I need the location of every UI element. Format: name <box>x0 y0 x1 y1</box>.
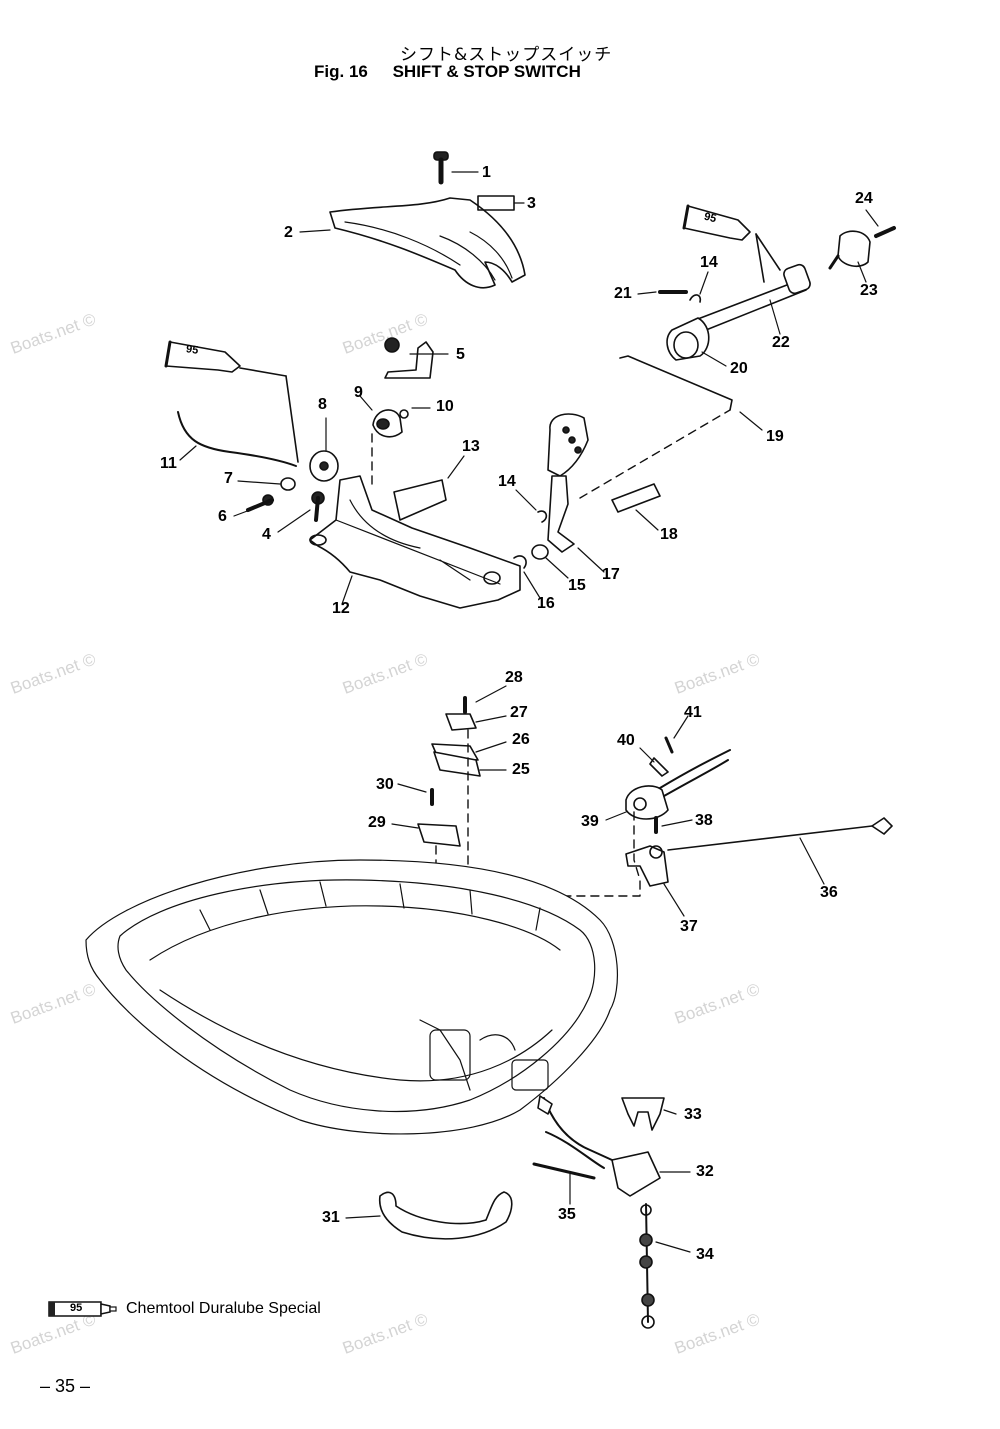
grease-tube-icon-svg <box>48 1301 117 1317</box>
callout-34: 34 <box>696 1246 714 1263</box>
callout-4: 4 <box>262 526 271 543</box>
figure-title: SHIFT & STOP SWITCH <box>392 62 581 81</box>
part-9-rubber-boot <box>372 409 403 438</box>
part-23-neutral-switch <box>828 230 871 270</box>
part-14-clip-lower <box>537 510 548 523</box>
part-41-screw <box>664 736 674 754</box>
part-39-stop-switch <box>625 749 731 820</box>
callout-18: 18 <box>660 526 678 543</box>
callout-23: 23 <box>860 282 878 299</box>
callout-32: 32 <box>696 1163 714 1180</box>
part-10-ring <box>399 409 409 419</box>
callout-14-lower: 14 <box>498 473 516 490</box>
figure-number: Fig. 16 <box>314 62 368 81</box>
part-3-label-plate <box>477 195 515 211</box>
part-33-clip <box>621 1097 665 1131</box>
part-25-plate <box>433 751 481 777</box>
callout-41: 41 <box>684 704 702 721</box>
callout-2: 2 <box>284 224 293 241</box>
bottom-cowling <box>85 859 618 1135</box>
part-8-collar <box>309 450 339 482</box>
callout-38: 38 <box>695 812 713 829</box>
callout-15: 15 <box>568 577 586 594</box>
part-12-lower-housing <box>309 475 521 609</box>
callout-1: 1 <box>482 164 491 181</box>
part-27-plate <box>445 713 477 731</box>
part-20-shift-lever <box>666 317 710 361</box>
callout-28: 28 <box>505 669 523 686</box>
title-japanese: シフト&ストップスイッチ <box>400 45 613 65</box>
part-4-bolt <box>311 491 325 522</box>
callout-10: 10 <box>436 398 454 415</box>
part-14-clip-upper <box>689 294 702 303</box>
callout-17: 17 <box>602 566 620 583</box>
part-1-bolt <box>433 151 449 185</box>
callout-30: 30 <box>376 776 394 793</box>
part-32-emergency-switch <box>537 1095 661 1197</box>
part-15-washer <box>531 544 549 560</box>
callout-40: 40 <box>617 732 635 749</box>
callout-12: 12 <box>332 600 350 617</box>
callout-29: 29 <box>368 814 386 831</box>
part-24-screw <box>874 226 896 238</box>
part-35-tie <box>532 1162 596 1180</box>
callout-39: 39 <box>581 813 599 830</box>
callout-20: 20 <box>730 360 748 377</box>
callout-11: 11 <box>160 455 177 472</box>
part-17-shift-handle <box>547 413 589 553</box>
legend: 95 Chemtool Duralube Special <box>48 1298 321 1320</box>
callout-5: 5 <box>456 346 465 363</box>
page-number: – 35 – <box>40 1376 91 1396</box>
callout-14-upper: 14 <box>700 254 718 271</box>
callout-31: 31 <box>322 1209 340 1226</box>
title-english: Fig. 16 SHIFT & STOP SWITCH <box>314 62 581 82</box>
grease-tube-icon: 95 <box>48 1298 118 1320</box>
part-5-bracket <box>384 337 434 379</box>
callout-8: 8 <box>318 396 327 413</box>
part-11-cable <box>177 411 297 467</box>
callout-26: 26 <box>512 731 530 748</box>
callout-22: 22 <box>772 334 790 351</box>
callout-37: 37 <box>680 918 698 935</box>
callout-35: 35 <box>558 1206 576 1223</box>
callout-6: 6 <box>218 508 227 525</box>
part-13-guide-plate <box>393 479 447 521</box>
callout-36: 36 <box>820 884 838 901</box>
part-31-handle-guard <box>378 1191 513 1240</box>
part-16-clip <box>513 555 527 569</box>
callout-24: 24 <box>855 190 873 207</box>
part-34-lanyard <box>639 1203 655 1329</box>
part-22-shift-shaft <box>689 263 811 335</box>
callout-27: 27 <box>510 704 528 721</box>
callout-7: 7 <box>224 470 233 487</box>
grease-tube-left <box>164 340 299 463</box>
part-18-pin <box>611 483 661 513</box>
part-37-bracket <box>625 845 669 887</box>
part-36-stop-cable <box>667 817 893 851</box>
callout-21: 21 <box>614 285 632 302</box>
part-40-clip <box>649 757 669 777</box>
callout-13: 13 <box>462 438 480 455</box>
callout-33: 33 <box>684 1106 702 1123</box>
callout-19: 19 <box>766 428 784 445</box>
legend-badge: 95 <box>70 1302 83 1314</box>
part-29-plate <box>417 823 461 847</box>
callout-25: 25 <box>512 761 530 778</box>
legend-text: Chemtool Duralube Special <box>126 1300 321 1317</box>
callout-9: 9 <box>354 384 363 401</box>
part-7-washer <box>280 477 296 491</box>
tube-label-left: 95 <box>185 343 200 357</box>
grease-tube-right <box>682 204 781 283</box>
part-6-bolt <box>246 494 274 512</box>
part-2-shift-cover <box>329 197 526 289</box>
part-19-shift-rod <box>619 355 733 411</box>
callout-16: 16 <box>537 595 555 612</box>
callout-3: 3 <box>527 195 536 212</box>
